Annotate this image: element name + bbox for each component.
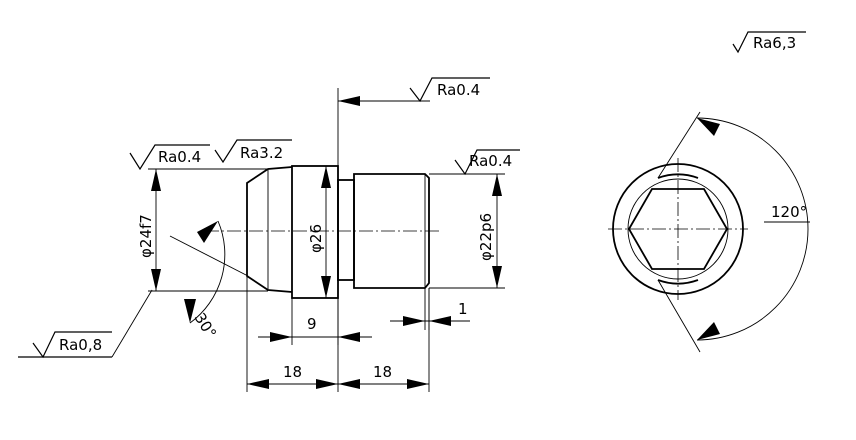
dimension-len-right-text: 18 (373, 363, 392, 381)
dimension-dia-collar: φ26 (307, 166, 331, 298)
roughness-shoulder-face-text: Ra0.4 (437, 81, 480, 99)
roughness-left-chamfer-text: Ra3.2 (240, 144, 283, 162)
dimension-dia-left-text: φ24f7 (137, 214, 155, 258)
dimension-angle-hex: 120° (657, 111, 810, 353)
roughness-general: Ra6,3 (732, 31, 806, 54)
dimension-dia-left: φ24f7 (137, 168, 268, 292)
roughness-shoulder-face: Ra0.4 (337, 77, 490, 166)
dimension-len-relief-text: 1 (458, 300, 468, 318)
dimension-len-right: 18 (338, 288, 430, 392)
dimension-angle-hex-text: 120° (771, 203, 807, 221)
roughness-left-journal-text: Ra0.4 (158, 148, 201, 166)
dimension-len-left: 18 (246, 276, 339, 392)
roughness-cone-text: Ra0,8 (59, 336, 102, 354)
roughness-cone: Ra0,8 (18, 289, 153, 359)
dimension-len-relief: 1 (390, 288, 470, 330)
dimension-angle-cone: 30° (169, 220, 249, 342)
part-side-view (205, 165, 440, 299)
part-end-view (608, 158, 748, 300)
dimension-angle-cone-text: 30° (191, 310, 220, 342)
dimension-len-collar: 9 (258, 298, 372, 345)
dimension-len-collar-text: 9 (307, 315, 317, 333)
dimension-dia-collar-text: φ26 (307, 224, 325, 253)
dimension-dia-right: φ22p6 (429, 173, 505, 289)
dimension-dia-right-text: φ22p6 (477, 213, 495, 261)
roughness-right-journal-text: Ra0.4 (469, 152, 512, 170)
roughness-general-text: Ra6,3 (753, 34, 796, 52)
roughness-left-chamfer: Ra3.2 (214, 139, 292, 164)
roughness-right-journal: Ra0.4 (454, 149, 520, 176)
roughness-left-journal: Ra0.4 (129, 144, 210, 171)
dimension-len-left-text: 18 (283, 363, 302, 381)
